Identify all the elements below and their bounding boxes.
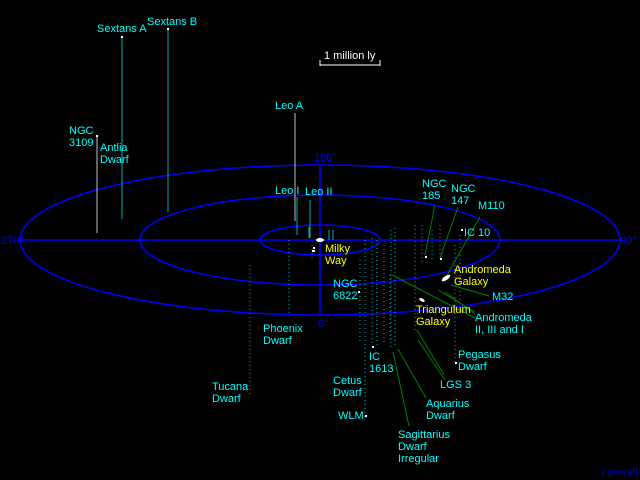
angle-270-label: 270°: [1, 235, 24, 247]
label-leo-a: Leo A: [275, 100, 304, 112]
angle-0-label: 0°: [318, 318, 329, 330]
label-tucana-dwarf: Tucana Dwarf: [212, 381, 249, 405]
label-ngc-6822: NGC 6822: [333, 278, 358, 302]
label-antlia-dwarf: Antlia Dwarf: [100, 142, 129, 166]
triangulum-marker: [419, 298, 425, 302]
label-m110: M110: [478, 200, 505, 212]
label-leo-i: Leo I: [275, 185, 300, 197]
pointer-lines: [391, 204, 490, 427]
credit-signature: r powell: [601, 466, 638, 478]
stems: [121, 29, 334, 240]
label-aquarius-dwarf: Aquarius Dwarf: [426, 398, 470, 422]
angle-90-label: 90°: [620, 235, 637, 247]
label-ngc-147: NGC 147: [451, 183, 476, 207]
angle-180-label: 180°: [314, 152, 337, 164]
label-cetus-dwarf: Cetus Dwarf: [333, 375, 362, 399]
milky-way-marker: [316, 238, 324, 242]
label-lgs-3: LGS 3: [440, 379, 472, 391]
label-milky-way: Milky Way: [325, 243, 351, 267]
label-sextans-b: Sextans B: [147, 16, 198, 28]
label-pegasus-dwarf: Pegasus Dwarf: [458, 349, 501, 373]
galaxy-markers: [96, 28, 463, 417]
label-andromeda-dwarfs: Andromeda II, III and I: [475, 312, 532, 336]
label-ic-10: IC 10: [464, 227, 491, 239]
label-sagittarius-dwarf-irregular: Sagittarius Dwarf Irregular: [398, 429, 450, 465]
label-leo-ii: Leo II: [305, 186, 333, 198]
label-ngc-3109: NGC 3109: [69, 125, 94, 149]
label-phoenix-dwarf: Phoenix Dwarf: [263, 323, 303, 347]
scale-bar: [319, 60, 381, 66]
label-wlm: WLM: [338, 410, 364, 422]
label-sextans-a: Sextans A: [97, 23, 147, 35]
label-triangulum-galaxy: Triangulum Galaxy: [416, 304, 471, 328]
label-m32: M32: [492, 291, 514, 303]
andromeda-marker: [441, 274, 451, 282]
label-andromeda-galaxy: Andromeda Galaxy: [454, 264, 511, 288]
dotted-drop-lines: [249, 225, 461, 418]
label-ic-1613: IC 1613: [369, 351, 394, 375]
label-ngc-185: NGC 185: [422, 178, 447, 202]
scale-bar-label: 1 million ly: [324, 50, 376, 62]
